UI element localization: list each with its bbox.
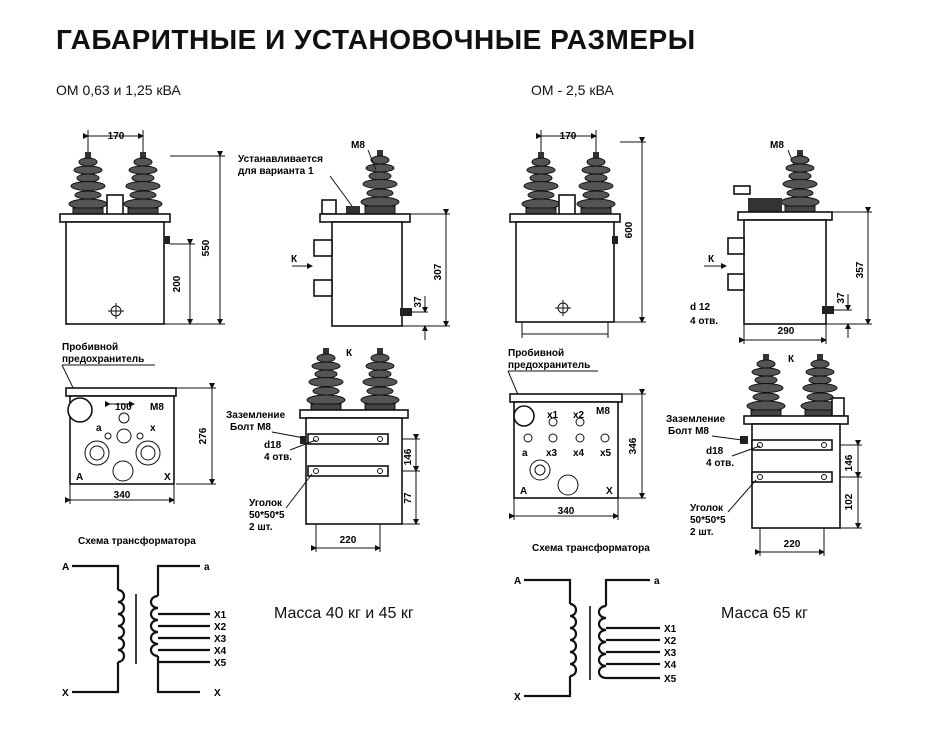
left-scheme: Схема трансформатора А Х a X1 X2 X3 X4 X… [62, 535, 227, 699]
tap-X5-right: X5 [664, 674, 677, 685]
m8-top: M8 [351, 140, 365, 151]
terminal-A: А [76, 472, 83, 483]
ground-label-1-right: Заземление [666, 414, 726, 425]
tap-X1-right: X1 [664, 624, 677, 635]
scheme-title-left: Схема трансформатора [78, 535, 196, 547]
dim-100: 100 [115, 402, 132, 413]
angle-label-2: 50*50*5 [249, 510, 285, 521]
plan-x1: x1 [547, 410, 559, 421]
right-heading: ОМ - 2,5 кВА [531, 82, 614, 98]
fuse-label-2: предохранитель [62, 354, 144, 365]
left-mass: Масса 40 кг и 45 кг [274, 605, 414, 622]
dim-220: 220 [340, 535, 357, 546]
variant-note-1: Устанавливается [238, 154, 323, 165]
scheme-A-right: А [514, 576, 521, 587]
terminal-a: a [96, 423, 102, 434]
d18-label: d18 [264, 440, 282, 451]
scheme-X: Х [62, 688, 69, 699]
fuse-label-1-right: Пробивной [508, 347, 564, 359]
tap-X4: X4 [214, 646, 227, 657]
dim-220-right: 220 [784, 539, 801, 550]
dim-340: 340 [114, 490, 131, 501]
angle-label-3: 2 шт. [249, 522, 273, 533]
k-arrow-label: К [291, 254, 298, 265]
dim-340-right: 340 [558, 506, 575, 517]
right-rear-view: К Заземление Болт M8 d18 4 отв. Уголок 5… [666, 353, 862, 556]
dim-77: 77 [403, 492, 414, 504]
m8-plan-right: M8 [596, 406, 610, 417]
plan-x2: x2 [573, 410, 585, 421]
dim-170-right: 170 [560, 131, 577, 142]
tap-X4-right: X4 [664, 660, 677, 671]
dim-146-right: 146 [844, 454, 855, 471]
right-mass: Масса 65 кг [721, 605, 808, 622]
scheme-X-right: Х [514, 692, 521, 703]
d12-holes: 4 отв. [690, 316, 718, 327]
dim-550: 550 [201, 239, 212, 256]
dim-102: 102 [844, 493, 855, 510]
left-rear-view: К Заземление Болт M8 d18 4 отв. Уголок 5… [226, 347, 420, 552]
dim-600: 600 [624, 221, 635, 238]
tap-X5: X5 [214, 658, 227, 669]
angle-label-3-right: 2 шт. [690, 527, 714, 538]
right-scheme: Схема трансформатора А Х a X1 X2 X3 X4 X… [514, 542, 677, 703]
plan-x5: x5 [600, 448, 612, 459]
page-title: ГАБАРИТНЫЕ И УСТАНОВОЧНЫЕ РАЗМЕРЫ [56, 24, 696, 55]
variant-note-2: для варианта 1 [238, 166, 314, 177]
scheme-A: А [62, 562, 69, 573]
scheme-title-right: Схема трансформатора [532, 542, 650, 554]
left-front-view: 170 550 200 [59, 130, 225, 325]
tap-X3: X3 [214, 634, 227, 645]
scheme-x: Х [214, 688, 221, 699]
holes-label-right: 4 отв. [706, 458, 734, 469]
fuse-label-1: Пробивной [62, 341, 118, 353]
plan-x3: x3 [546, 448, 558, 459]
dim-37: 37 [413, 296, 424, 308]
m8-plan: M8 [150, 402, 164, 413]
right-side-view: M8 К 357 37 d 12 4 отв. 290 [690, 140, 872, 344]
plan-X: Х [606, 486, 613, 497]
tap-X3-right: X3 [664, 648, 677, 659]
angle-label-2-right: 50*50*5 [690, 515, 726, 526]
k-arrow-label-right: К [708, 254, 715, 265]
k-front: К [346, 348, 353, 359]
dim-346: 346 [628, 437, 639, 454]
terminal-X: Х [164, 472, 171, 483]
ground-label-1: Заземление [226, 410, 286, 421]
angle-label-1-right: Уголок [690, 503, 724, 514]
scheme-a-right: a [654, 576, 660, 587]
d18-label-right: d18 [706, 446, 724, 457]
dim-357: 357 [855, 261, 866, 278]
dim-307: 307 [433, 263, 444, 280]
dim-37-right: 37 [836, 292, 847, 304]
tap-X2: X2 [214, 622, 227, 633]
plan-x4: x4 [573, 448, 585, 459]
left-plan-view: Пробивной предохранитель 100 M8 a x А Х … [61, 341, 216, 504]
left-heading: ОМ 0,63 и 1,25 кВА [56, 82, 181, 98]
d12-label: d 12 [690, 302, 710, 313]
k-front-right: К [788, 354, 795, 365]
plan-A: А [520, 486, 527, 497]
tap-X2-right: X2 [664, 636, 677, 647]
m8-top-right: M8 [770, 140, 784, 151]
holes-label: 4 отв. [264, 452, 292, 463]
angle-label-1: Уголок [249, 498, 283, 509]
dim-200: 200 [172, 275, 183, 292]
fuse-label-2-right: предохранитель [508, 360, 590, 371]
tap-X1: X1 [214, 610, 227, 621]
terminal-x: x [150, 423, 156, 434]
right-front-view: 170 600 [509, 130, 646, 338]
dim-170: 170 [108, 131, 125, 142]
scheme-a: a [204, 562, 210, 573]
dim-276: 276 [198, 427, 209, 444]
ground-label-2-right: Болт M8 [668, 426, 709, 437]
dim-290: 290 [778, 326, 795, 337]
ground-label-2: Болт M8 [230, 422, 271, 433]
plan-a: a [522, 448, 528, 459]
left-side-view: К M8 Устанавливается для варианта 1 307 … [238, 140, 450, 340]
dim-146: 146 [403, 448, 414, 465]
right-plan-view: Пробивной предохранитель x1 x2 M8 a x3 x… [507, 347, 646, 520]
